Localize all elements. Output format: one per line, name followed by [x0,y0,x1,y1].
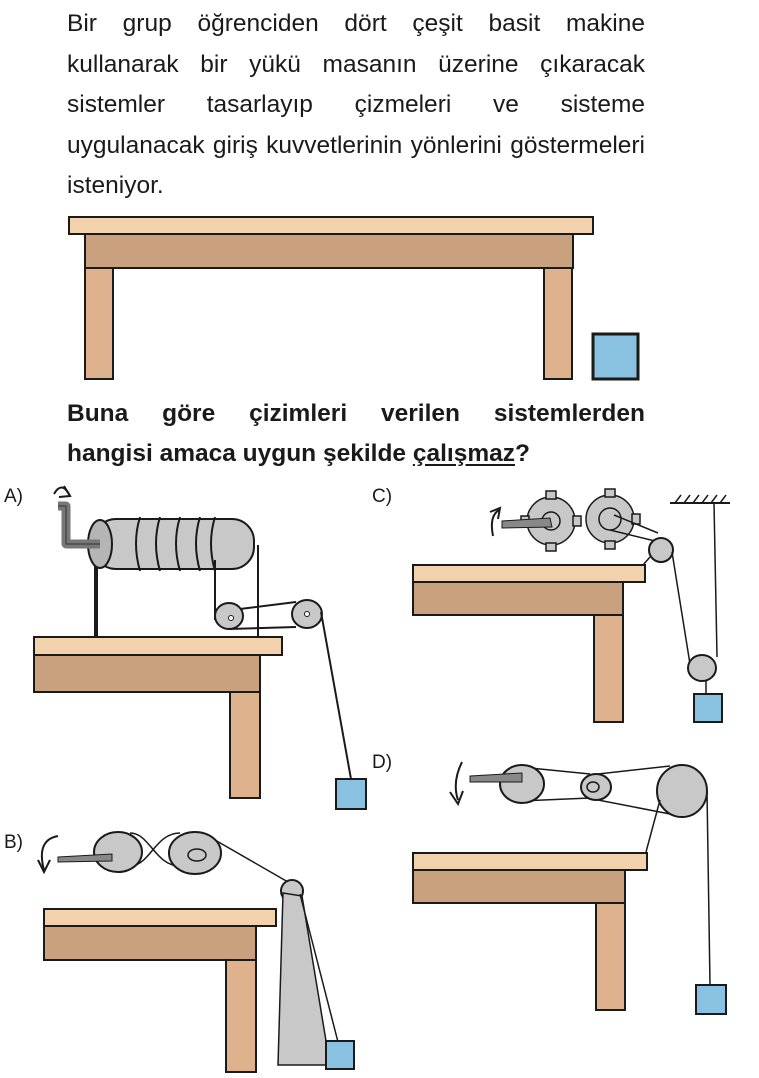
option-d-figure [412,761,727,1015]
prompt-line-2-start: hangisi amaca uygun şekilde [67,440,413,467]
main-load-box [591,332,640,381]
option-c-figure [412,488,730,723]
prompt-text: Buna göre çizimleri verilen sistemlerden… [67,394,645,474]
option-b-label[interactable]: B) [4,832,23,853]
question-text: Bir grup öğrenciden dört çeşit basit mak… [67,10,645,199]
prompt-line-1: Buna göre çizimleri verilen sistemlerden [67,400,645,427]
option-b-figure [37,831,355,1073]
prompt-emphasis: çalışmaz [412,440,516,467]
option-d-label[interactable]: D) [372,752,393,773]
prompt-line-2-end: ? [515,440,530,467]
option-a-figure [33,485,367,810]
option-c-label[interactable]: C) [372,486,393,507]
main-table [68,216,594,380]
option-a-label[interactable]: A) [4,486,23,507]
